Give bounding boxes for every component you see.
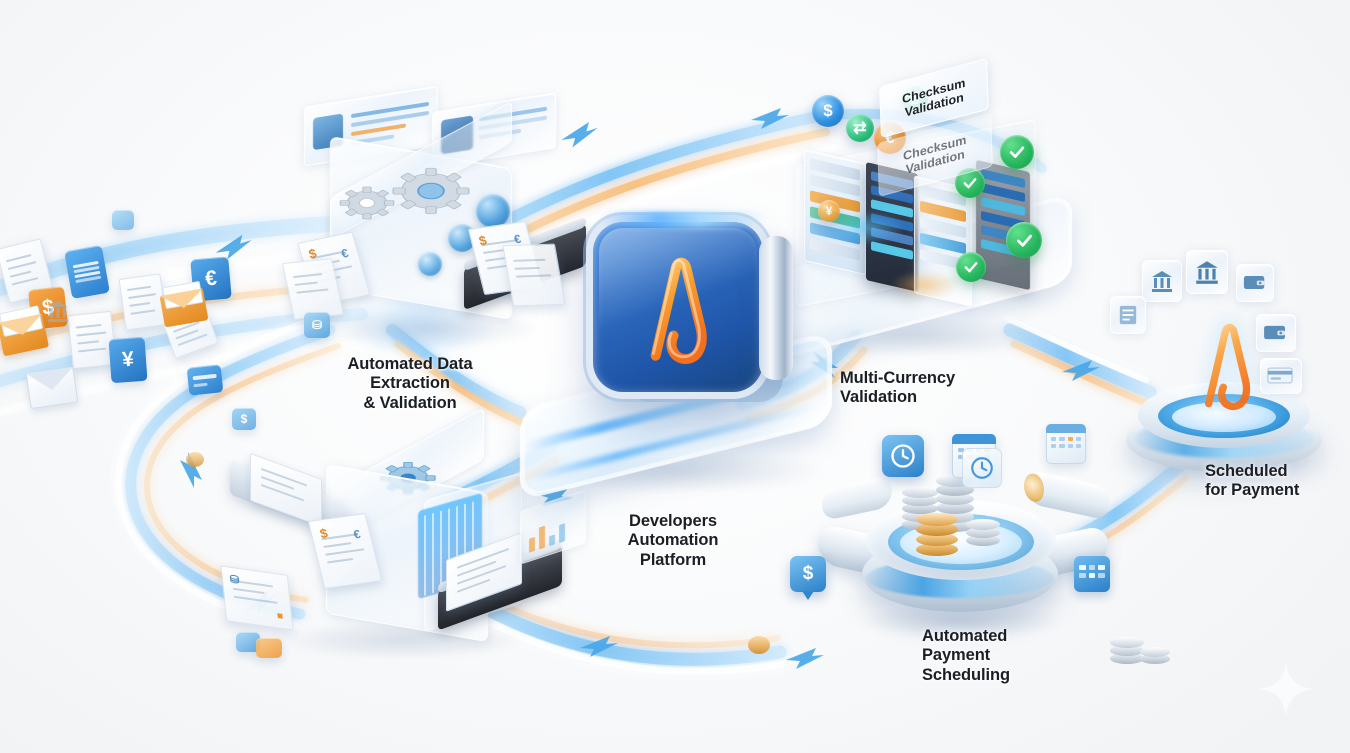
input-document-stream: $ € ¥ $ bbox=[0, 0, 260, 460]
extraction-machine: $ € $ € ⛁ bbox=[281, 85, 586, 348]
label-multi-currency-validation: Multi-Currency Validation bbox=[840, 369, 956, 407]
dollar-badge-icon: $ bbox=[790, 556, 826, 600]
validation-check-icon bbox=[1000, 135, 1034, 169]
gear-icon bbox=[388, 148, 474, 234]
wallet-icon bbox=[1236, 264, 1274, 302]
central-platform bbox=[500, 331, 850, 501]
hologram-a-logo-icon bbox=[1205, 323, 1251, 411]
label-automated-payment-scheduling: Automated Payment Scheduling bbox=[922, 627, 1010, 684]
invoice-icon bbox=[1110, 296, 1146, 334]
coin-stack bbox=[966, 498, 1000, 546]
wallet-icon bbox=[1256, 314, 1296, 352]
mini-tile-icon: $ bbox=[232, 408, 256, 430]
currency-exchange-icon: ⇄ bbox=[846, 114, 874, 142]
calendar-icon bbox=[1074, 556, 1110, 592]
coin-icon bbox=[748, 636, 770, 654]
card-tile-icon bbox=[186, 364, 224, 396]
server-validation-cluster bbox=[770, 118, 1090, 361]
document-icon bbox=[64, 245, 110, 299]
label-scheduled-for-payment: Scheduled for Payment bbox=[1205, 462, 1300, 500]
sparkle-watermark-icon bbox=[1256, 659, 1316, 719]
credit-card-icon bbox=[1260, 358, 1302, 394]
coin-stack-gold bbox=[916, 502, 958, 556]
data-burst-glow bbox=[890, 270, 960, 300]
invoice-sheet bbox=[250, 452, 322, 528]
clock-icon bbox=[882, 435, 924, 477]
roller-dial bbox=[476, 194, 510, 228]
platform-logo-cube bbox=[593, 212, 793, 392]
bank-icon bbox=[1186, 250, 1228, 294]
gear-icon bbox=[338, 174, 396, 232]
clock-icon bbox=[962, 448, 1002, 488]
bank-icon bbox=[1142, 260, 1182, 302]
mini-tile-icon bbox=[236, 632, 260, 652]
mini-tile-icon bbox=[112, 210, 134, 230]
label-automated-data-extraction: Automated Data Extraction & Validation bbox=[347, 355, 473, 412]
validation-check-icon bbox=[1006, 222, 1042, 258]
coin-stack bbox=[1140, 628, 1170, 664]
brand-a-logo-icon bbox=[650, 257, 707, 365]
validation-check-icon bbox=[956, 252, 986, 282]
cube-edge-glow bbox=[601, 212, 766, 228]
envelope-icon bbox=[0, 305, 50, 357]
cube-side-face bbox=[759, 236, 793, 380]
invoice-sheet bbox=[502, 243, 566, 307]
destination-icons-group bbox=[1096, 240, 1350, 410]
roller-dial bbox=[418, 252, 442, 276]
currency-badge-yen: ¥ bbox=[818, 200, 840, 222]
envelope-icon bbox=[25, 366, 79, 410]
label-developers-automation-platform: Developers Automation Platform bbox=[627, 512, 719, 569]
document-processing-machine: $ € ⛁ ■ bbox=[220, 407, 586, 664]
invoice-sheet: ⛁ ■ bbox=[220, 565, 294, 631]
scheduled-payment-pedestal bbox=[1118, 323, 1328, 482]
coin-icon bbox=[186, 452, 204, 467]
coin-stack bbox=[1110, 620, 1144, 664]
payment-scheduling-hub bbox=[818, 434, 1110, 640]
data-chip-icon: ⛁ bbox=[304, 312, 330, 338]
currency-badge-usd: $ bbox=[812, 95, 844, 127]
mini-tile-icon bbox=[256, 638, 282, 658]
bank-icon bbox=[46, 298, 70, 324]
yen-tile-icon: ¥ bbox=[108, 336, 148, 384]
data-burst-glow bbox=[826, 210, 906, 246]
calendar-icon bbox=[1046, 424, 1086, 464]
